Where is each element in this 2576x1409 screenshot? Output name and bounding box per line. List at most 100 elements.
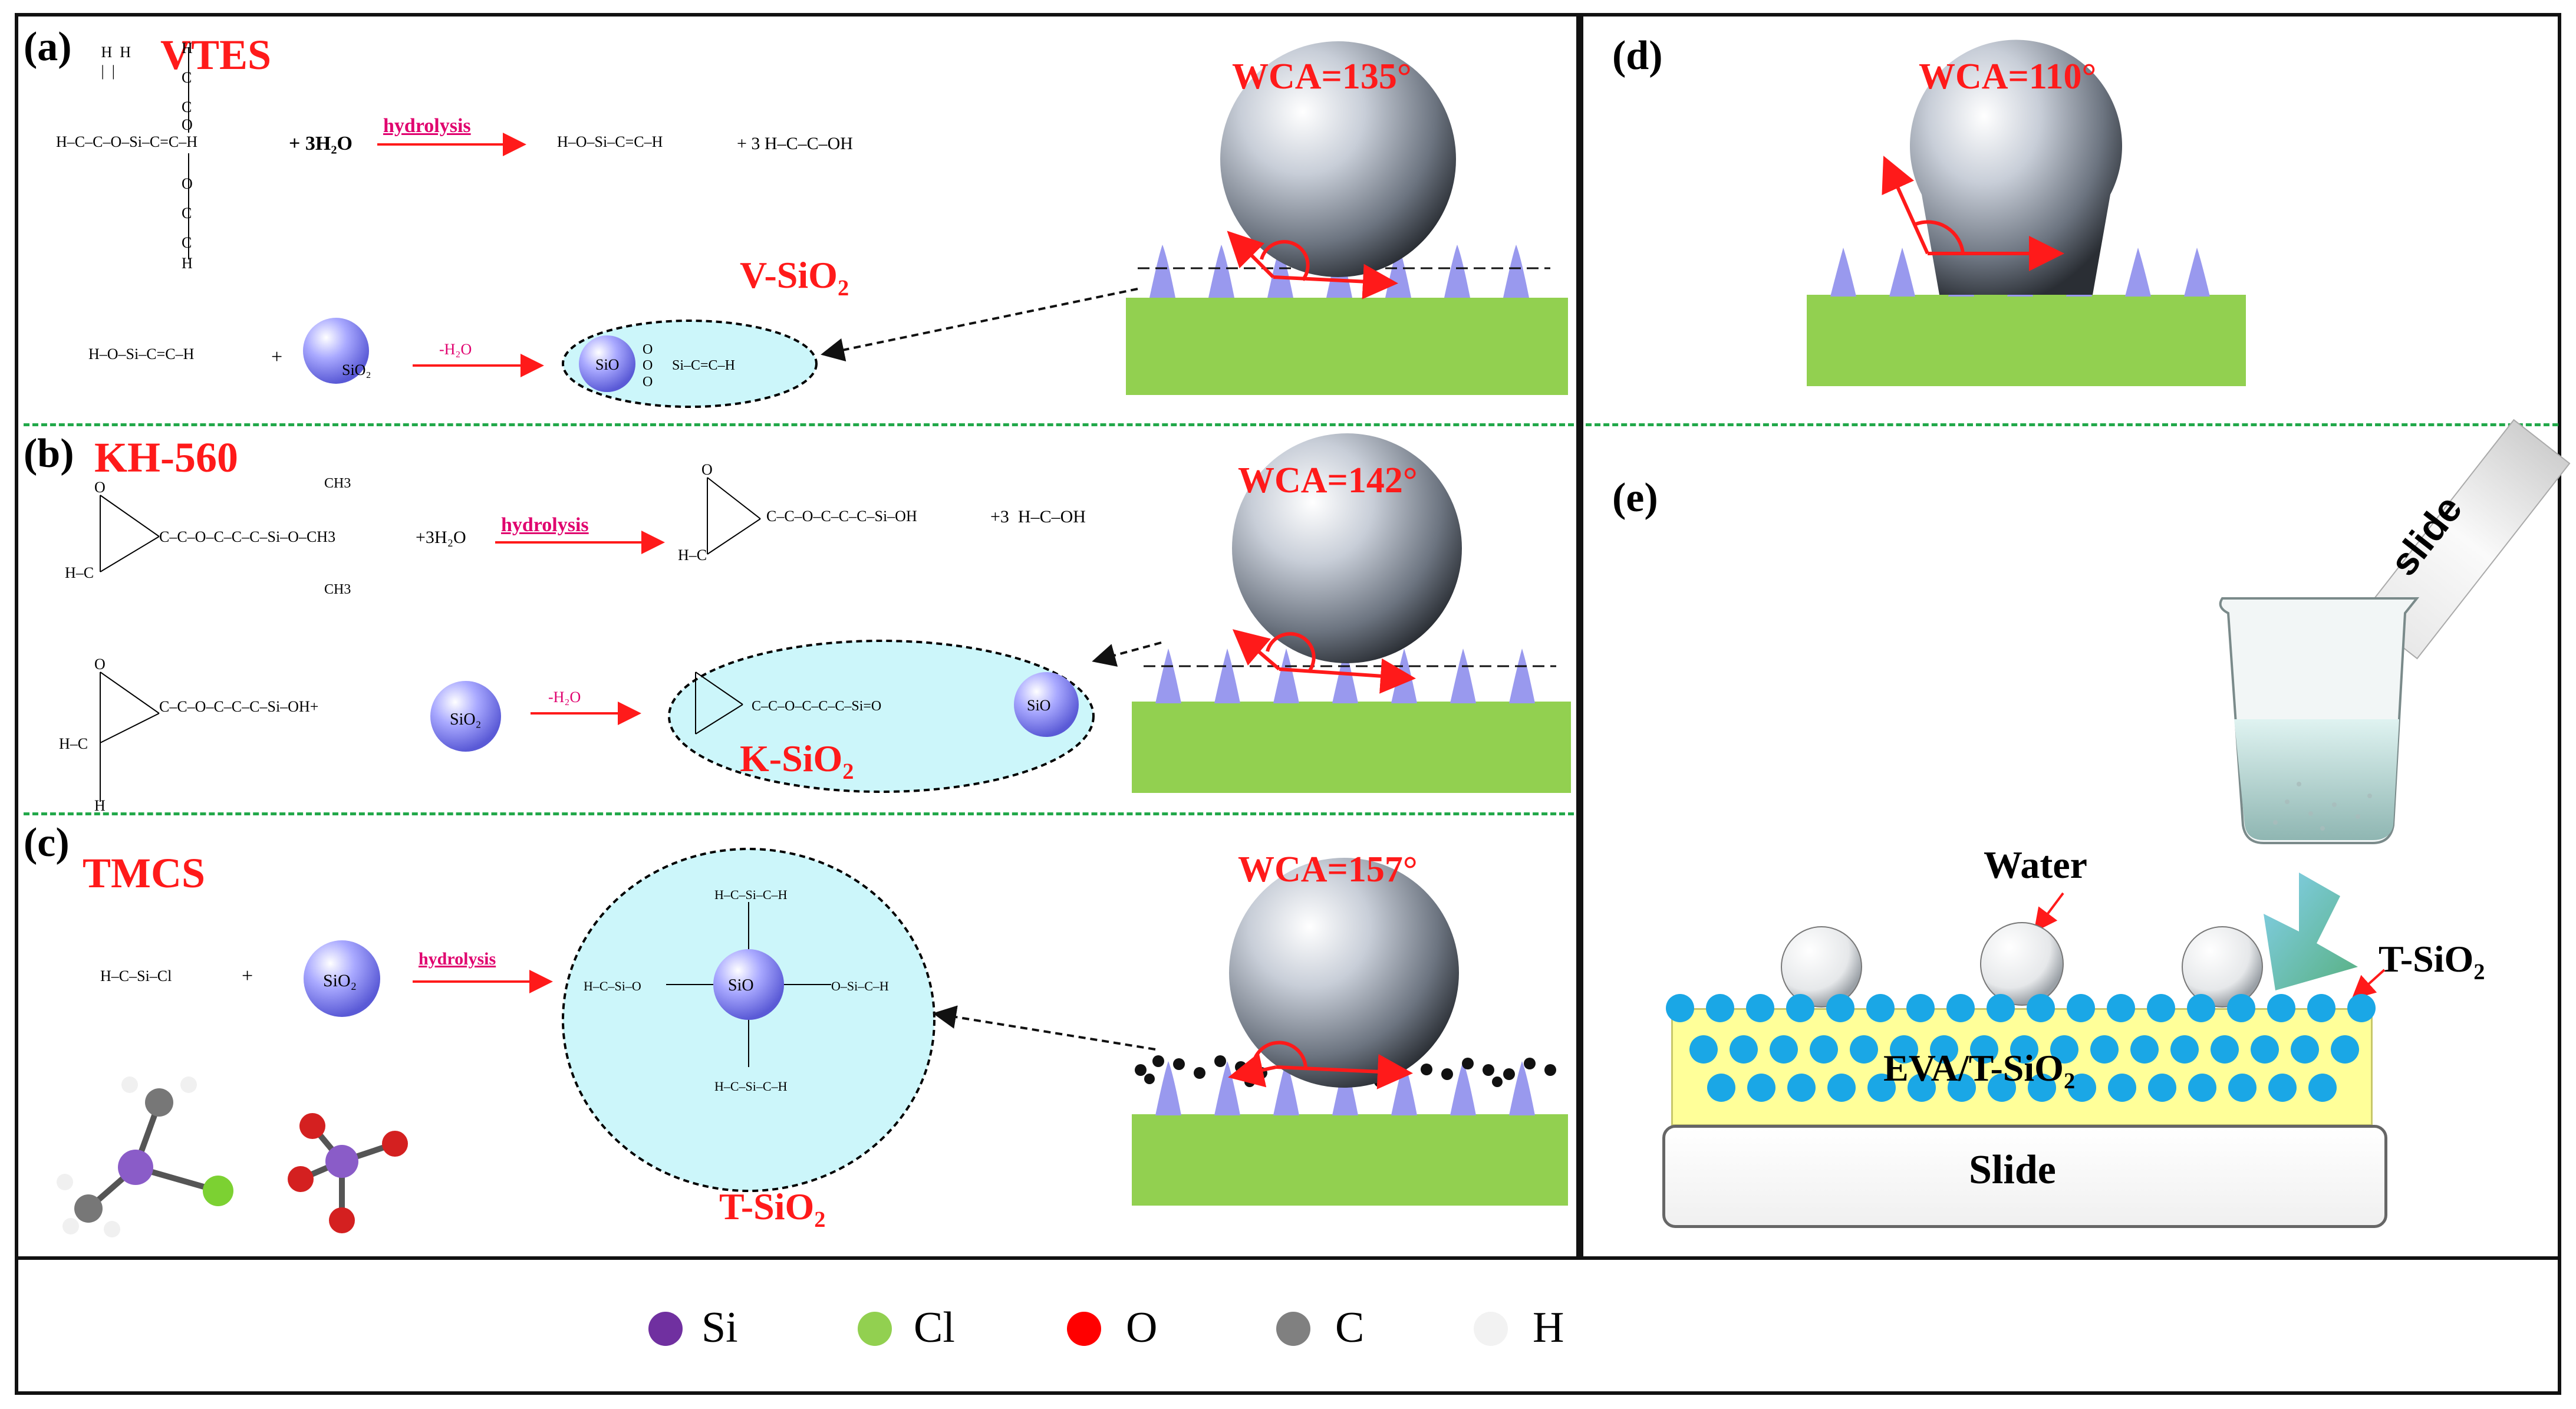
panel-b-label: (b) [24, 431, 74, 476]
panel-c-title: TMCS [83, 850, 206, 897]
svg-text:O: O [94, 656, 106, 673]
kh560-hydrolysis-label: hydrolysis [501, 514, 589, 536]
legend-label-c: C [1335, 1303, 1365, 1352]
kh560-ch3-top: CH3 [324, 476, 351, 491]
svg-text:O: O [643, 374, 653, 390]
svg-text:SiO: SiO [728, 976, 754, 995]
kh560-epoxide-3: O H–C H [59, 656, 160, 814]
svg-text:H–C–Si–C–H: H–C–Si–C–H [714, 887, 788, 902]
beaker [2219, 597, 2420, 844]
svg-text:Si–C=C–H: Si–C=C–H [672, 358, 735, 373]
kh560-epoxide-1: OH–C [65, 479, 160, 581]
silica-particle-b [430, 681, 501, 752]
legend-label-si: Si [701, 1303, 738, 1352]
tmcs-structure: H–C–Si–Cl [100, 967, 172, 985]
contact-angle-a [1227, 231, 1398, 299]
svg-text:C: C [182, 205, 192, 222]
legend-dot-c [1276, 1312, 1310, 1346]
svg-text:H: H [94, 797, 106, 814]
plus-sign-a2: + [271, 346, 283, 368]
glass-slide-label: Slide [1969, 1147, 2056, 1193]
substrate-c [1132, 1114, 1568, 1206]
condensation-arrow-b [531, 702, 641, 725]
legend-dot-cl [858, 1312, 892, 1346]
contact-angle-d [1882, 156, 2064, 271]
coating-particles [1666, 994, 2376, 1102]
svg-text:O: O [701, 461, 713, 478]
tmcs-ball-model [57, 1076, 233, 1237]
substrate-a [1126, 298, 1568, 395]
svg-text:O: O [643, 342, 653, 357]
water-drop-a [1220, 41, 1456, 277]
legend-dot-o [1067, 1312, 1101, 1346]
wca-a: WCA=135° [1232, 57, 1412, 97]
vtes-ethanol-byproduct: + 3 H–C–C–OH [737, 134, 853, 153]
panel-b-title: KH-560 [94, 434, 238, 481]
separator-b-c [24, 812, 1574, 815]
kh560-hydrolysis-arrow [495, 531, 665, 554]
k-sio2-bubble: C–C–O–C–C–C–Si=O SiO [668, 640, 1095, 793]
kh560-plus-water: +3H₂O [416, 528, 466, 547]
vtes-hydrolysis-label: hydrolysis [383, 115, 471, 137]
legend-label-h: H [1533, 1303, 1564, 1352]
silanol-ball-model [288, 1113, 408, 1233]
svg-text:H–C–Si–O: H–C–Si–O [584, 979, 641, 993]
svg-text:C: C [182, 98, 192, 116]
svg-text:O: O [182, 175, 193, 192]
kh560-ch3-bottom: CH3 [324, 582, 351, 597]
coating-pointer [2351, 969, 2386, 1000]
dashed-arrow-a [821, 288, 1138, 362]
svg-text:H–C: H–C [65, 564, 94, 581]
vtes-hydrolysis-arrow [377, 133, 526, 156]
svg-text:H–C–Si–C–H: H–C–Si–C–H [714, 1079, 788, 1094]
svg-text:SiO: SiO [1027, 697, 1050, 714]
kh560-reactant-tail: C–C–O–C–C–C–Si–O–CH3 [159, 528, 336, 545]
panel-a-title: VTES [160, 31, 272, 78]
svg-text:C: C [182, 69, 192, 86]
methanol-byproduct: +3 H–C–OH [990, 507, 1086, 526]
substrate-b [1132, 702, 1571, 793]
legend-frame [15, 1256, 2561, 1395]
tmcs-hydrolysis-arrow [413, 970, 553, 993]
contact-angle-c [1228, 1041, 1413, 1089]
wca-d: WCA=110° [1919, 57, 2097, 97]
silica-label-b: SiO₂ [450, 710, 482, 729]
silica-particle-a [303, 318, 369, 384]
vtes-silanol-product: H–O–Si–C=C–H [557, 133, 663, 150]
kh560-silanol-product: C–C–O–C–C–C–Si–OH [766, 508, 917, 525]
svg-text:O: O [182, 116, 193, 133]
water-drop-b [1232, 433, 1462, 663]
legend-label-cl: Cl [914, 1303, 955, 1352]
kh560-silanol-reactant: C–C–O–C–C–C–Si–OH+ [159, 698, 319, 715]
svg-text:C: C [182, 234, 192, 251]
pour-arrow [2264, 873, 2358, 990]
svg-text:H–C: H–C [678, 547, 707, 564]
silica-particle-c [304, 940, 380, 1017]
legend-label-o: O [1126, 1303, 1158, 1352]
kh560-epoxide-2: O H–C [678, 461, 761, 564]
legend-dot-h [1474, 1312, 1508, 1346]
glass-slide [1662, 1125, 2387, 1228]
separator-a-b [24, 423, 1574, 426]
coating-label: T-SiO₂ [2379, 938, 2485, 980]
svg-text:SiO: SiO [595, 356, 619, 373]
vtes-structure: H H | | [59, 43, 131, 80]
eva-layer [1671, 1008, 2373, 1126]
svg-text:H: H [182, 255, 193, 272]
silica-label-a: SiO₂ [342, 361, 371, 378]
water-drop-c [1229, 858, 1459, 1088]
water-label: Water [1984, 844, 2087, 887]
svg-text:H–C: H–C [59, 735, 88, 752]
panel-c-label: (c) [24, 820, 70, 865]
svg-text:C–C–O–C–C–C–Si=O: C–C–O–C–C–C–Si=O [752, 699, 881, 714]
svg-text:O–Si–C–H: O–Si–C–H [831, 979, 889, 993]
separator-d-e [1586, 423, 2558, 426]
wca-b: WCA=142° [1238, 460, 1418, 501]
vtes-plus-water: + 3H₂O [289, 133, 353, 154]
wca-c: WCA=157° [1238, 850, 1418, 890]
water-droplets-e [1781, 922, 2263, 1008]
water-drop-d [1910, 39, 2122, 295]
dashed-arrow-c [933, 1005, 1156, 1051]
